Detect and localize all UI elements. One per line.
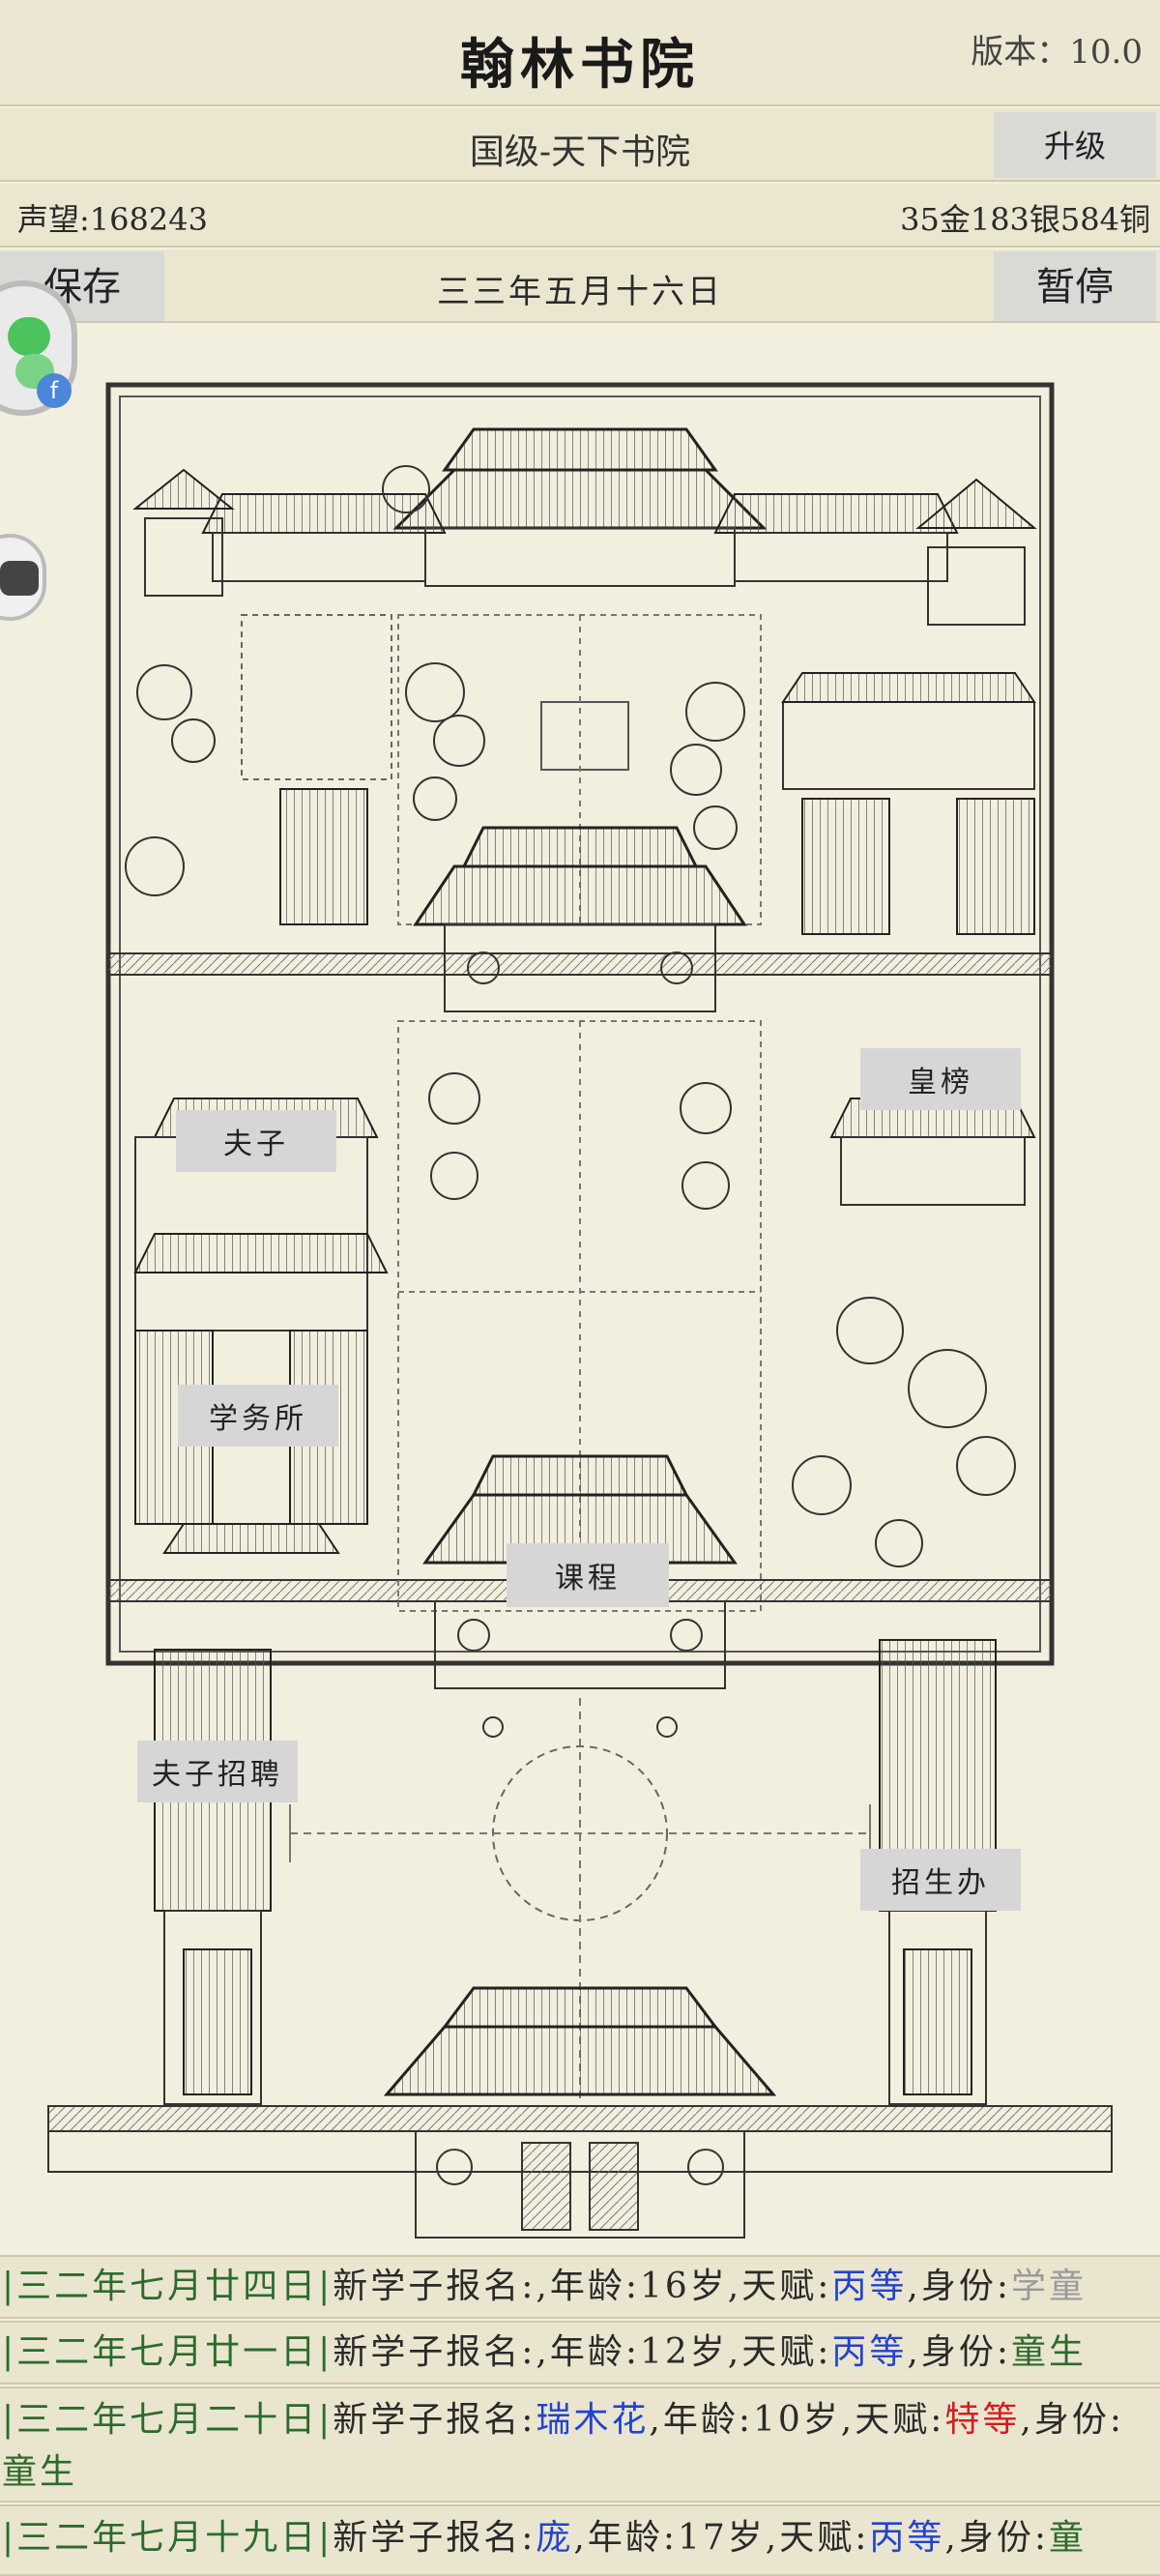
- news-log[interactable]: |三二年七月廿四日|新学子报名:,年龄:16岁,天赋:丙等,身份:学童 |三二年…: [0, 2255, 1160, 2576]
- news-talent: 特等: [944, 2400, 1021, 2440]
- game-title: 翰林书院: [460, 33, 700, 97]
- news-student-name: 瑞木花: [536, 2400, 650, 2440]
- academy-rank: 国级-天下书院: [469, 132, 691, 172]
- news-student-name: 庞: [536, 2518, 574, 2558]
- facebook-icon: f: [37, 373, 72, 408]
- imperial-list-button[interactable]: 皇榜: [860, 1048, 1021, 1110]
- money-value: 35金183银584铜: [900, 201, 1150, 238]
- news-talent: 丙等: [869, 2518, 945, 2558]
- news-item: |三二年七月廿四日|新学子报名:,年龄:16岁,天赋:丙等,身份:学童: [0, 2255, 1160, 2319]
- news-talent: 丙等: [831, 2267, 908, 2306]
- news-status: 童: [1048, 2518, 1087, 2558]
- news-item: |三二年七月二十日|新学子报名:瑞木花,年龄:10岁,天赋:特等,身份: 童生: [0, 2386, 1160, 2503]
- news-prefix: 新学子报名:: [333, 2518, 536, 2558]
- news-status: 学童: [1010, 2267, 1087, 2306]
- floating-assistant-widget[interactable]: [0, 534, 46, 621]
- news-item: |三二年七月十九日|新学子报名:庞,年龄:17岁,天赋:丙等,身份:童: [0, 2504, 1160, 2576]
- news-status: 童生: [2, 2452, 78, 2492]
- game-date: 三三年五月十六日: [437, 273, 723, 311]
- hire-masters-button[interactable]: 夫子招聘: [137, 1741, 298, 1802]
- news-date: |三二年七月二十日|: [2, 2400, 334, 2440]
- academic-office-button[interactable]: 学务所: [178, 1385, 338, 1447]
- rank-bar: 国级-天下书院 升级: [0, 108, 1160, 182]
- news-talent: 丙等: [831, 2332, 908, 2372]
- news-status-label: ,身份:: [944, 2518, 1049, 2558]
- title-bar: 翰林书院 版本：10.0: [0, 0, 1160, 106]
- masters-button[interactable]: 夫子: [176, 1110, 336, 1172]
- news-age: ,年龄:16岁,天赋:: [536, 2267, 832, 2306]
- news-status-label: ,身份:: [907, 2267, 1011, 2306]
- reputation-value: 声望:168243: [17, 201, 208, 238]
- news-prefix: 新学子报名:: [333, 2267, 536, 2306]
- news-age: ,年龄:10岁,天赋:: [649, 2400, 945, 2440]
- version-label: 版本：10.0: [971, 33, 1143, 72]
- chat-bubble-icon: [8, 317, 50, 356]
- news-age: ,年龄:17岁,天赋:: [573, 2518, 870, 2558]
- robot-icon: [0, 561, 39, 596]
- resource-bar: 声望:168243 35金183银584铜: [0, 184, 1160, 248]
- academy-map: 皇榜 夫子 学务所 课程 夫子招聘 招生办: [0, 325, 1160, 2259]
- news-date: |三二年七月十九日|: [2, 2518, 334, 2558]
- news-item: |三二年七月廿一日|新学子报名:,年龄:12岁,天赋:丙等,身份:童生: [0, 2321, 1160, 2385]
- news-prefix: 新学子报名:: [333, 2332, 536, 2372]
- pause-button[interactable]: 暂停: [994, 251, 1156, 321]
- upgrade-button[interactable]: 升级: [994, 112, 1156, 178]
- floating-chat-widget[interactable]: f: [0, 280, 77, 416]
- news-status: 童生: [1010, 2332, 1087, 2372]
- news-date: |三二年七月廿四日|: [2, 2267, 334, 2306]
- academy-map-drawing: [0, 325, 1160, 2259]
- courses-button[interactable]: 课程: [507, 1543, 669, 1607]
- action-bar: 保存 三三年五月十六日 暂停: [0, 249, 1160, 323]
- news-date: |三二年七月廿一日|: [2, 2332, 334, 2372]
- news-status-label: ,身份:: [1020, 2400, 1124, 2440]
- news-status-label: ,身份:: [907, 2332, 1011, 2372]
- news-prefix: 新学子报名:: [333, 2400, 536, 2440]
- news-age: ,年龄:12岁,天赋:: [536, 2332, 832, 2372]
- admissions-button[interactable]: 招生办: [860, 1849, 1021, 1911]
